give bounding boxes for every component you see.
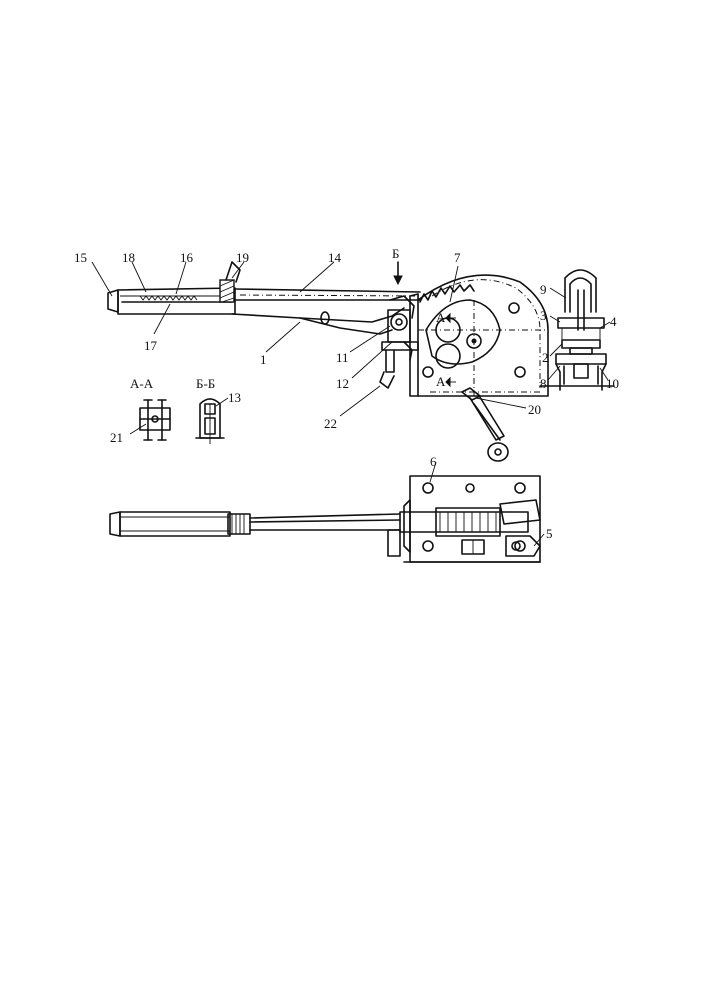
label-section-a-arrow-bottom: А — [436, 374, 446, 389]
leader-lines — [91, 261, 611, 547]
lever-assembly-side-view — [107, 261, 549, 462]
label-3: 3 — [540, 308, 547, 323]
label-14: 14 — [328, 250, 342, 265]
label-section-b-arrow: Б — [392, 246, 399, 261]
section-a-a-title: А-А — [130, 376, 154, 391]
label-21: 21 — [110, 430, 123, 445]
section-a-a — [139, 399, 171, 441]
label-18: 18 — [122, 250, 135, 265]
label-20: 20 — [528, 402, 541, 417]
label-13: 13 — [228, 390, 241, 405]
label-5: 5 — [546, 526, 553, 541]
end-view-detail — [539, 269, 615, 391]
label-1: 1 — [260, 352, 267, 367]
label-12: 12 — [336, 376, 349, 391]
label-6: 6 — [430, 454, 437, 469]
label-section-a-arrow-top: А — [436, 310, 446, 325]
label-22: 22 — [324, 416, 337, 431]
part-number-labels: 15 18 16 19 14 Б 7 17 1 11 12 22 20 А А … — [74, 246, 619, 541]
label-10: 10 — [606, 376, 619, 391]
label-16: 16 — [180, 250, 194, 265]
label-7: 7 — [454, 250, 461, 265]
label-19: 19 — [236, 250, 249, 265]
label-15: 15 — [74, 250, 87, 265]
section-b-b-title: Б-Б — [196, 376, 215, 391]
label-4: 4 — [610, 314, 617, 329]
label-2: 2 — [542, 350, 549, 365]
label-9: 9 — [540, 282, 547, 297]
lever-assembly-plan-view — [109, 475, 541, 563]
label-11: 11 — [336, 350, 349, 365]
label-17: 17 — [144, 338, 158, 353]
label-8: 8 — [540, 376, 547, 391]
section-b-b — [195, 398, 225, 444]
